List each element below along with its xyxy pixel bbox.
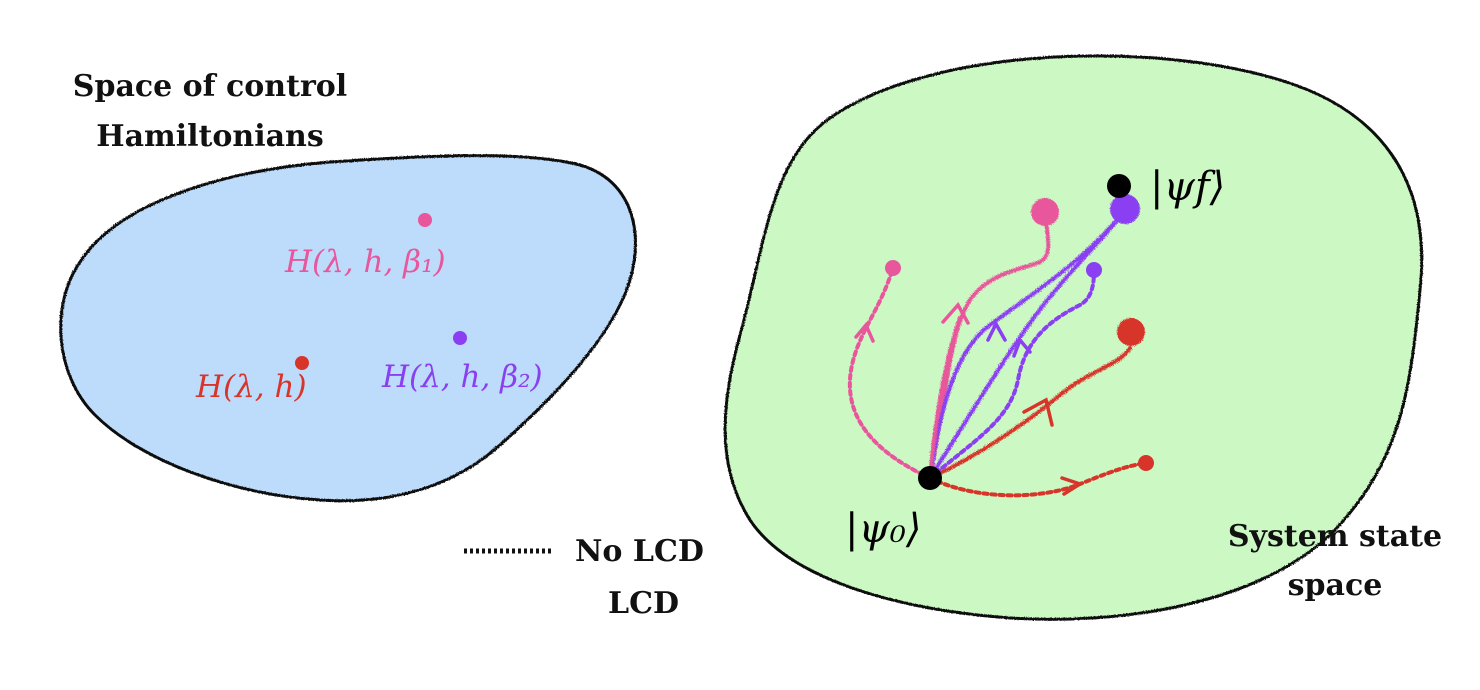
pink-dotted-trajectory <box>848 266 932 480</box>
purple-no-lcd-endpoint <box>1086 262 1102 278</box>
control-space-title-line2: Hamiltonians <box>96 119 324 154</box>
purple-hamiltonian-point <box>453 331 467 345</box>
red-dotted-arrowhead <box>1060 476 1085 496</box>
pink-dotted-arrowhead <box>854 321 875 343</box>
red-hamiltonian-point <box>295 356 309 370</box>
pink-solid-trajectory <box>928 212 1051 480</box>
pink-hamiltonian-point <box>418 213 432 227</box>
red-solid-arrowhead <box>1022 397 1054 427</box>
state-space-title: System state <box>1228 519 1442 554</box>
state-space-region <box>723 54 1424 621</box>
control-space-region <box>59 154 637 503</box>
control-space-panel: Space of control Hamiltonians H(λ, h, β₁… <box>59 69 637 503</box>
red-lcd-endpoint <box>1117 318 1145 346</box>
purple-solid-trajectory-2 <box>928 210 1126 480</box>
pink-lcd-endpoint <box>1031 198 1059 226</box>
pink-solid-arrowhead <box>941 301 970 325</box>
initial-state-label: |ψ₀⟩ <box>845 506 921 552</box>
legend-solid-label: LCD <box>608 586 679 621</box>
red-solid-trajectory <box>928 346 1132 480</box>
red-no-lcd-endpoint <box>1138 455 1154 471</box>
lcd-trajectories <box>928 208 1132 480</box>
pink-solid-trajectory-2 <box>928 316 962 480</box>
red-hamiltonian-label: H(λ, h) <box>195 369 307 405</box>
legend: No LCD LCD <box>464 534 704 621</box>
initial-state-point <box>918 466 942 490</box>
state-space-title-line2: space <box>1288 568 1383 603</box>
purple-lcd-endpoint <box>1110 194 1140 224</box>
pink-hamiltonian-label: H(λ, h, β₁) <box>284 244 446 280</box>
final-state-label: |ψf⟩ <box>1150 164 1225 210</box>
purple-hamiltonian-label: H(λ, h, β₂) <box>381 359 543 395</box>
purple-dotted-trajectory <box>928 268 1096 480</box>
red-dotted-trajectory <box>928 461 1148 498</box>
no-lcd-trajectories <box>848 266 1148 498</box>
legend-dotted-label: No LCD <box>575 534 704 569</box>
state-space-panel: |ψ₀⟩ |ψf⟩ System state space <box>723 54 1442 621</box>
lcd-arrowheads <box>941 301 1054 427</box>
purple-solid-arrowhead <box>986 320 1007 342</box>
final-state-point <box>1107 174 1131 198</box>
control-space-title: Space of control <box>73 69 347 104</box>
pink-no-lcd-endpoint <box>885 260 901 276</box>
